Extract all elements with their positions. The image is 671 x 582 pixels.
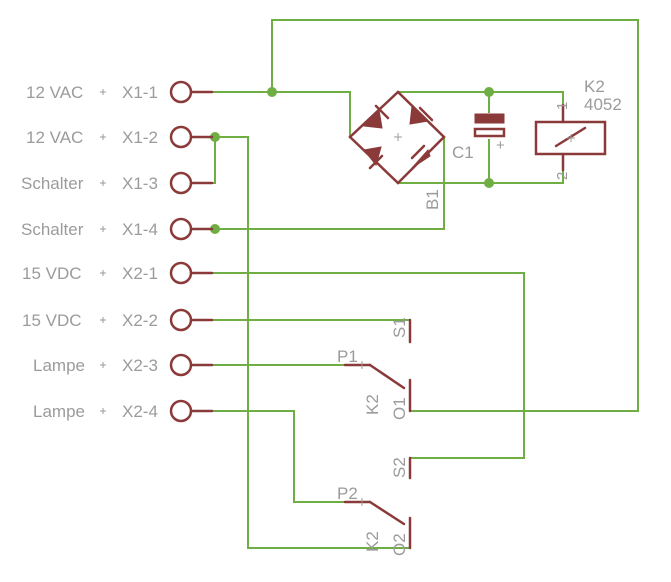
connector-pin-label: X2-1	[122, 264, 158, 283]
connector-pin-label: X1-1	[122, 83, 158, 102]
wire-x1-1	[191, 91, 351, 138]
switch2-pole: P2	[337, 484, 358, 503]
connector-signal: Lampe	[33, 356, 85, 375]
switch1-ref: K2	[363, 394, 382, 415]
connector-pin-label: X2-2	[122, 311, 158, 330]
switch1-pole: P1	[337, 347, 358, 366]
connector-pin: 15 VDC X2-2	[22, 308, 214, 332]
diode	[410, 144, 431, 169]
connector-pin: 12 VAC X1-1	[26, 80, 214, 104]
connector-signal: 15 VDC	[22, 311, 82, 330]
connector-pin: Lampe X2-3	[33, 353, 214, 377]
relay-pin2: 2	[554, 172, 571, 180]
connector-signal: 15 VDC	[22, 264, 82, 283]
junction-dot	[484, 87, 494, 97]
wire-x1-2	[191, 136, 411, 549]
connector-pin-label: X1-3	[122, 174, 158, 193]
wire-x2-1	[191, 272, 525, 459]
bridge-rectifier-b1: B1	[348, 90, 446, 210]
rectifier-label: B1	[423, 189, 442, 210]
connector-pin-label: X2-4	[122, 402, 158, 421]
capacitor-c1: C1 +	[452, 113, 506, 162]
connector-pin: Lampe X2-4	[33, 399, 214, 423]
connector-pin-label: X2-3	[122, 356, 158, 375]
connector-signal: Schalter	[21, 220, 84, 239]
capacitor-label: C1	[452, 143, 474, 162]
connector-pin: Schalter X1-4	[21, 217, 214, 241]
connector-signal: Lampe	[33, 402, 85, 421]
switch2-ref: K2	[363, 531, 382, 552]
wire-x2-4	[191, 410, 346, 503]
junctions	[210, 87, 494, 234]
diode	[362, 104, 390, 129]
wire-bridge-top	[397, 91, 564, 106]
connector-pin-label: X1-2	[122, 128, 158, 147]
connector-signal: 12 VAC	[26, 83, 83, 102]
junction-dot	[210, 224, 220, 234]
relay-pin1: 1	[554, 102, 571, 110]
switch2-contact: S2	[390, 457, 409, 478]
junction-dot	[210, 132, 220, 142]
switch1-common: O1	[390, 397, 409, 420]
connector-pin-label: X1-4	[122, 220, 158, 239]
relay-switch-1: P1 S1 K2 O1	[337, 317, 412, 420]
switch1-contact: S1	[390, 317, 409, 338]
connector-pin: Schalter X1-3	[21, 171, 214, 195]
relay-switch-2: P2 S2 K2 O2	[337, 456, 412, 556]
junction-dot	[484, 178, 494, 188]
wire-bridge-bottom	[397, 169, 564, 184]
connector-signal: 12 VAC	[26, 128, 83, 147]
junction-dot	[267, 87, 277, 97]
wire-x1-2-to-x1-3	[191, 136, 216, 184]
connector-signal: Schalter	[21, 174, 84, 193]
relay-coil-k2: K2 4052 1 2	[534, 77, 622, 180]
relay-name: K2	[584, 77, 605, 96]
reference-marks	[100, 89, 106, 414]
wires	[191, 19, 639, 549]
wire-x1-4	[191, 136, 445, 230]
capacitor-polarity: +	[496, 137, 505, 154]
switch2-common: O2	[390, 533, 409, 556]
diode	[409, 104, 434, 125]
relay-value: 4052	[584, 95, 622, 114]
connector-pins: 12 VAC X1-1 12 VAC X1-2 Schalter X1-3 Sc…	[21, 80, 214, 423]
diode	[363, 146, 384, 170]
connector-pin: 15 VDC X2-1	[22, 261, 214, 285]
connector-pin: 12 VAC X1-2	[26, 125, 214, 149]
wire-top-loop	[271, 19, 639, 412]
